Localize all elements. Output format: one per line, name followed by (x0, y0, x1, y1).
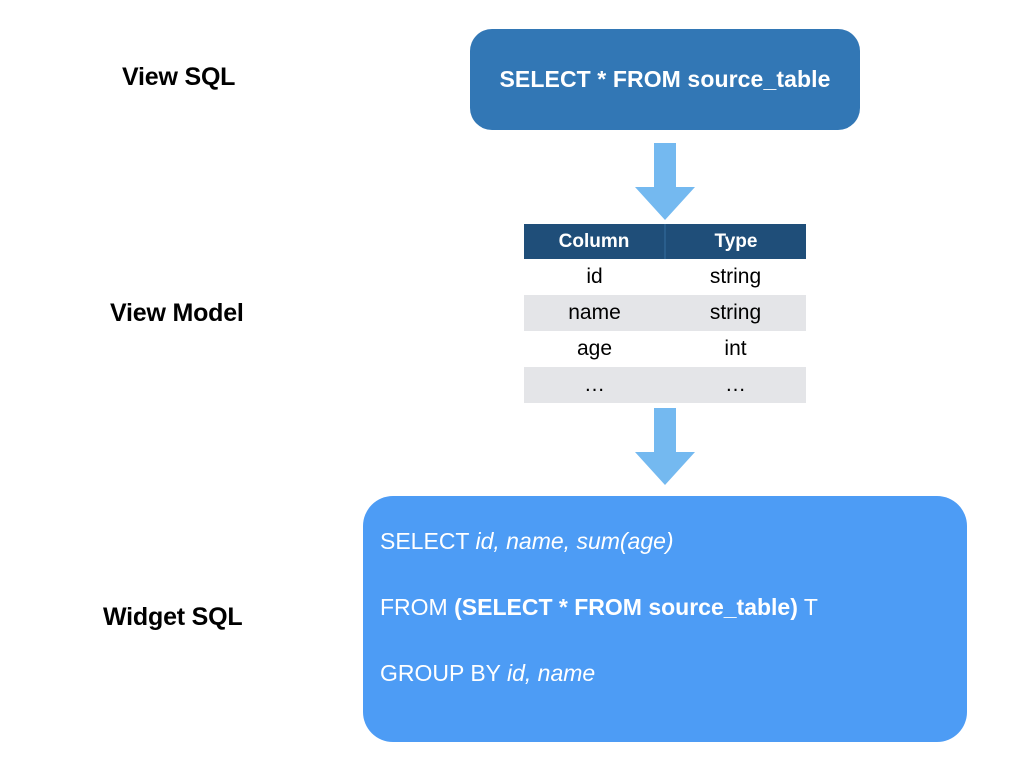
table-cell-column: … (524, 367, 665, 403)
stage-label-view-sql: View SQL (122, 63, 236, 91)
table-header-column: Column (524, 224, 666, 259)
table-row: age int (524, 331, 806, 367)
table-cell-column: id (524, 259, 665, 295)
table-cell-type: int (665, 331, 806, 367)
sql-token-alias: T (797, 594, 818, 620)
table-cell-column: age (524, 331, 665, 367)
widget-sql-line-select: SELECT id, name, sum(age) (380, 530, 967, 553)
table-cell-type: string (665, 295, 806, 331)
down-arrow-icon-view-model-to-widget-sql (634, 408, 696, 486)
table-row: … … (524, 367, 806, 403)
table-cell-column: name (524, 295, 665, 331)
stage-label-widget-sql: Widget SQL (103, 603, 243, 631)
sql-token-keyword: GROUP BY (380, 660, 507, 686)
table-cell-type: … (665, 367, 806, 403)
table-header-row: Column Type (524, 224, 806, 259)
widget-sql-box: SELECT id, name, sum(age) FROM (SELECT *… (363, 496, 967, 742)
sql-token-keyword: SELECT (380, 528, 476, 554)
sql-token-subquery: (SELECT * FROM source_table) (454, 594, 798, 620)
sql-token-columns: id, name, sum(age) (475, 528, 674, 554)
table-cell-type: string (665, 259, 806, 295)
table-row: name string (524, 295, 806, 331)
sql-token-columns: id, name (506, 660, 596, 686)
view-model-table: Column Type id string name string age in… (524, 224, 806, 403)
widget-sql-line-group-by: GROUP BY id, name (380, 662, 967, 685)
view-sql-box: SELECT * FROM source_table (470, 29, 860, 130)
widget-sql-line-from: FROM (SELECT * FROM source_table) T (380, 596, 967, 619)
table-row: id string (524, 259, 806, 295)
table-header-type: Type (665, 224, 806, 259)
view-sql-query-text: SELECT * FROM source_table (499, 66, 831, 92)
down-arrow-icon-view-sql-to-view-model (634, 143, 696, 221)
stage-label-view-model: View Model (110, 299, 244, 327)
sql-token-keyword: FROM (380, 594, 455, 620)
